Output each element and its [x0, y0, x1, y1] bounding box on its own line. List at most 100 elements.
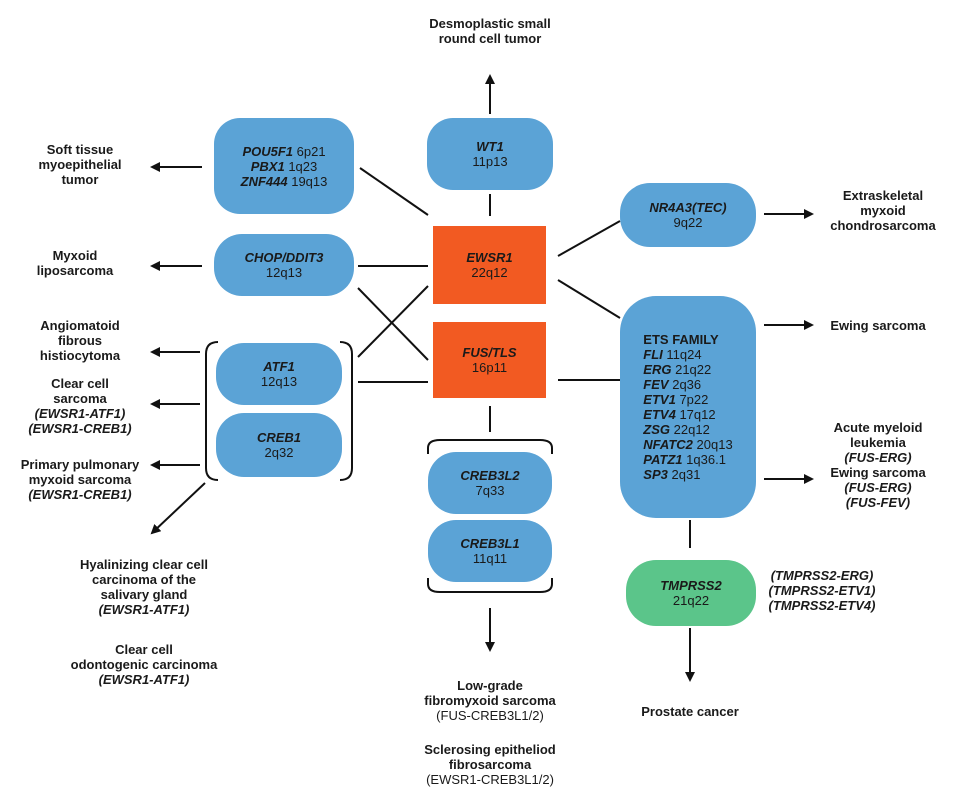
loc-patz1: 1q36.1: [686, 452, 726, 467]
loc-pbx1: 1q23: [288, 158, 318, 174]
label-hyalinizing-line1: Hyalinizing clear cell: [80, 557, 208, 572]
label-tmprss2-fusions: (TMPRSS2-ERG) (TMPRSS2-ETV1) (TMPRSS2-ET…: [760, 568, 884, 613]
label-ewing2-fusion2: (FUS-FEV): [845, 495, 911, 510]
node-chop-gene: CHOP/DDIT3: [244, 250, 324, 265]
node-tmprss2-gene: TMPRSS2: [660, 578, 722, 593]
loc-pou5f1: 6p21: [296, 143, 326, 159]
gene-fev: FEV: [643, 377, 669, 392]
node-tmprss2-loc: 21q22: [672, 593, 710, 608]
label-extraskeletal-line1: Extraskeletal: [842, 188, 924, 203]
label-myxoid-lipo: Myxoid liposarcoma: [20, 248, 130, 278]
link-pou5f1-ewsr1: [359, 167, 429, 216]
gene-fli: FLI: [643, 347, 663, 362]
label-clear-cell-line1: Clear cell: [51, 376, 109, 391]
gene-etv1: ETV1: [643, 392, 676, 407]
bracket-left-atf-creb1: [205, 341, 219, 481]
loc-fev: 2q36: [672, 377, 702, 392]
label-clear-cell-fusion1: (EWSR1-ATF1): [34, 406, 126, 421]
label-extraskeletal-line3: chondrosarcoma: [830, 218, 936, 233]
label-soft-tissue-line2: myoepithelial: [38, 157, 122, 172]
node-fus-loc: 16p11: [471, 360, 508, 375]
node-nr4a3-gene: NR4A3(TEC): [649, 200, 727, 215]
node-creb1-loc: 2q32: [264, 445, 294, 460]
node-creb1-gene: CREB1: [256, 430, 302, 445]
node-wt1: WT1 11p13: [427, 118, 553, 190]
node-pou5f1-row: POU5F1 6p21: [242, 144, 325, 159]
label-tmprss2-fusion1: (TMPRSS2-ERG): [770, 568, 874, 583]
gene-pou5f1: POU5F1: [242, 143, 294, 159]
label-odontogenic-line1: Clear cell: [115, 642, 173, 657]
ets-row-etv1: ETV1 7p22: [643, 392, 732, 407]
gene-patz1: PATZ1: [643, 452, 683, 467]
ets-row-etv4: ETV4 17q12: [643, 407, 732, 422]
loc-erg: 21q22: [675, 362, 712, 377]
label-hyalinizing-line3: salivary gland: [100, 587, 188, 602]
node-creb3l1-gene: CREB3L1: [460, 536, 520, 551]
bracket-right-atf-creb1: [339, 341, 353, 481]
label-angiomatoid: Angiomatoid fibrous histiocytoma: [20, 318, 140, 363]
node-pou5f1-group: POU5F1 6p21 PBX1 1q23 ZNF444 19q13: [214, 118, 354, 214]
node-nr4a3: NR4A3(TEC) 9q22: [620, 183, 756, 247]
loc-fli: 11q24: [666, 347, 702, 362]
label-angiomatoid-line2: fibrous: [57, 333, 103, 348]
node-ewsr1-gene: EWSR1: [466, 250, 513, 265]
label-angiomatoid-line1: Angiomatoid: [40, 318, 120, 333]
gene-sp3: SP3: [643, 467, 668, 482]
node-pbx1-row: PBX1 1q23: [251, 159, 318, 174]
node-atf1-gene: ATF1: [263, 359, 295, 374]
label-tmprss2-fusion2: (TMPRSS2-ETV1): [768, 583, 876, 598]
link-atf-ewsr1: [357, 285, 429, 358]
label-hyalinizing-fusion: (EWSR1-ATF1): [98, 602, 190, 617]
label-aml-ewing: Acute myeloid leukemia (FUS-ERG) Ewing s…: [818, 420, 938, 510]
loc-etv1: 7p22: [679, 392, 709, 407]
label-low-grade-fusion: (FUS-CREB3L1/2): [436, 708, 544, 723]
label-clear-cell-line2: sarcoma: [53, 391, 107, 406]
label-clear-cell: Clear cell sarcoma (EWSR1-ATF1) (EWSR1-C…: [20, 376, 140, 436]
label-pulmonary-fusion: (EWSR1-CREB1): [28, 487, 132, 502]
label-odontogenic-fusion: (EWSR1-ATF1): [98, 672, 190, 687]
label-ewing2-fusion1: (FUS-ERG): [844, 480, 912, 495]
loc-nfatc2: 20q13: [696, 437, 733, 452]
label-tmprss2-fusion3: (TMPRSS2-ETV4): [768, 598, 876, 613]
label-odontogenic-line2: odontogenic carcinoma: [70, 657, 218, 672]
node-chop: CHOP/DDIT3 12q13: [214, 234, 354, 296]
label-aml-line2: leukemia: [850, 435, 906, 450]
gene-etv4: ETV4: [643, 407, 676, 422]
label-soft-tissue: Soft tissue myoepithelial tumor: [20, 142, 140, 187]
label-hyalinizing-line2: carcinoma of the: [91, 572, 197, 587]
loc-zsg: 22q12: [673, 422, 710, 437]
loc-znf444: 19q13: [291, 173, 328, 189]
node-creb3l1: CREB3L1 11q11: [428, 520, 552, 582]
label-pulmonary: Primary pulmonary myxoid sarcoma (EWSR1-…: [14, 457, 146, 502]
label-odontogenic: Clear cell odontogenic carcinoma (EWSR1-…: [64, 642, 224, 687]
label-hyalinizing: Hyalinizing clear cell carcinoma of the …: [64, 557, 224, 617]
gene-zsg: ZSG: [643, 422, 671, 437]
ets-row-patz1: PATZ1 1q36.1: [643, 452, 732, 467]
arrow-to-hyalinizing: [150, 482, 206, 535]
node-fus: FUS/TLS 16p11: [433, 322, 546, 398]
link-chop-fus: [357, 287, 429, 361]
gene-znf444: ZNF444: [240, 173, 288, 189]
label-soft-tissue-line3: tumor: [61, 172, 99, 187]
gene-erg: ERG: [643, 362, 672, 377]
node-atf1: ATF1 12q13: [216, 343, 342, 405]
node-creb3l2-loc: 7q33: [475, 483, 505, 498]
label-myxoid-lipo-line2: liposarcoma: [36, 263, 114, 278]
label-aml-line1: Acute myeloid: [833, 420, 923, 435]
label-low-grade-line2: fibromyxoid sarcoma: [424, 693, 556, 708]
node-atf1-loc: 12q13: [260, 374, 298, 389]
label-extraskeletal-line2: myxoid: [860, 203, 906, 218]
label-myxoid-lipo-line1: Myxoid: [52, 248, 98, 263]
label-angiomatoid-line3: histiocytoma: [39, 348, 121, 363]
node-znf444-row: ZNF444 19q13: [241, 174, 328, 189]
label-prostate: Prostate cancer: [641, 704, 739, 719]
loc-etv4: 17q12: [679, 407, 716, 422]
node-creb3l1-loc: 11q11: [472, 551, 508, 566]
link-ewsr1-ets: [557, 279, 621, 319]
label-extraskeletal: Extraskeletal myxoid chondrosarcoma: [818, 188, 948, 233]
label-soft-tissue-line1: Soft tissue: [46, 142, 114, 157]
label-low-grade-line1: Low-grade: [457, 678, 523, 693]
ets-row-fli: FLI 11q24: [643, 347, 732, 362]
label-clear-cell-fusion2: (EWSR1-CREB1): [28, 421, 132, 436]
